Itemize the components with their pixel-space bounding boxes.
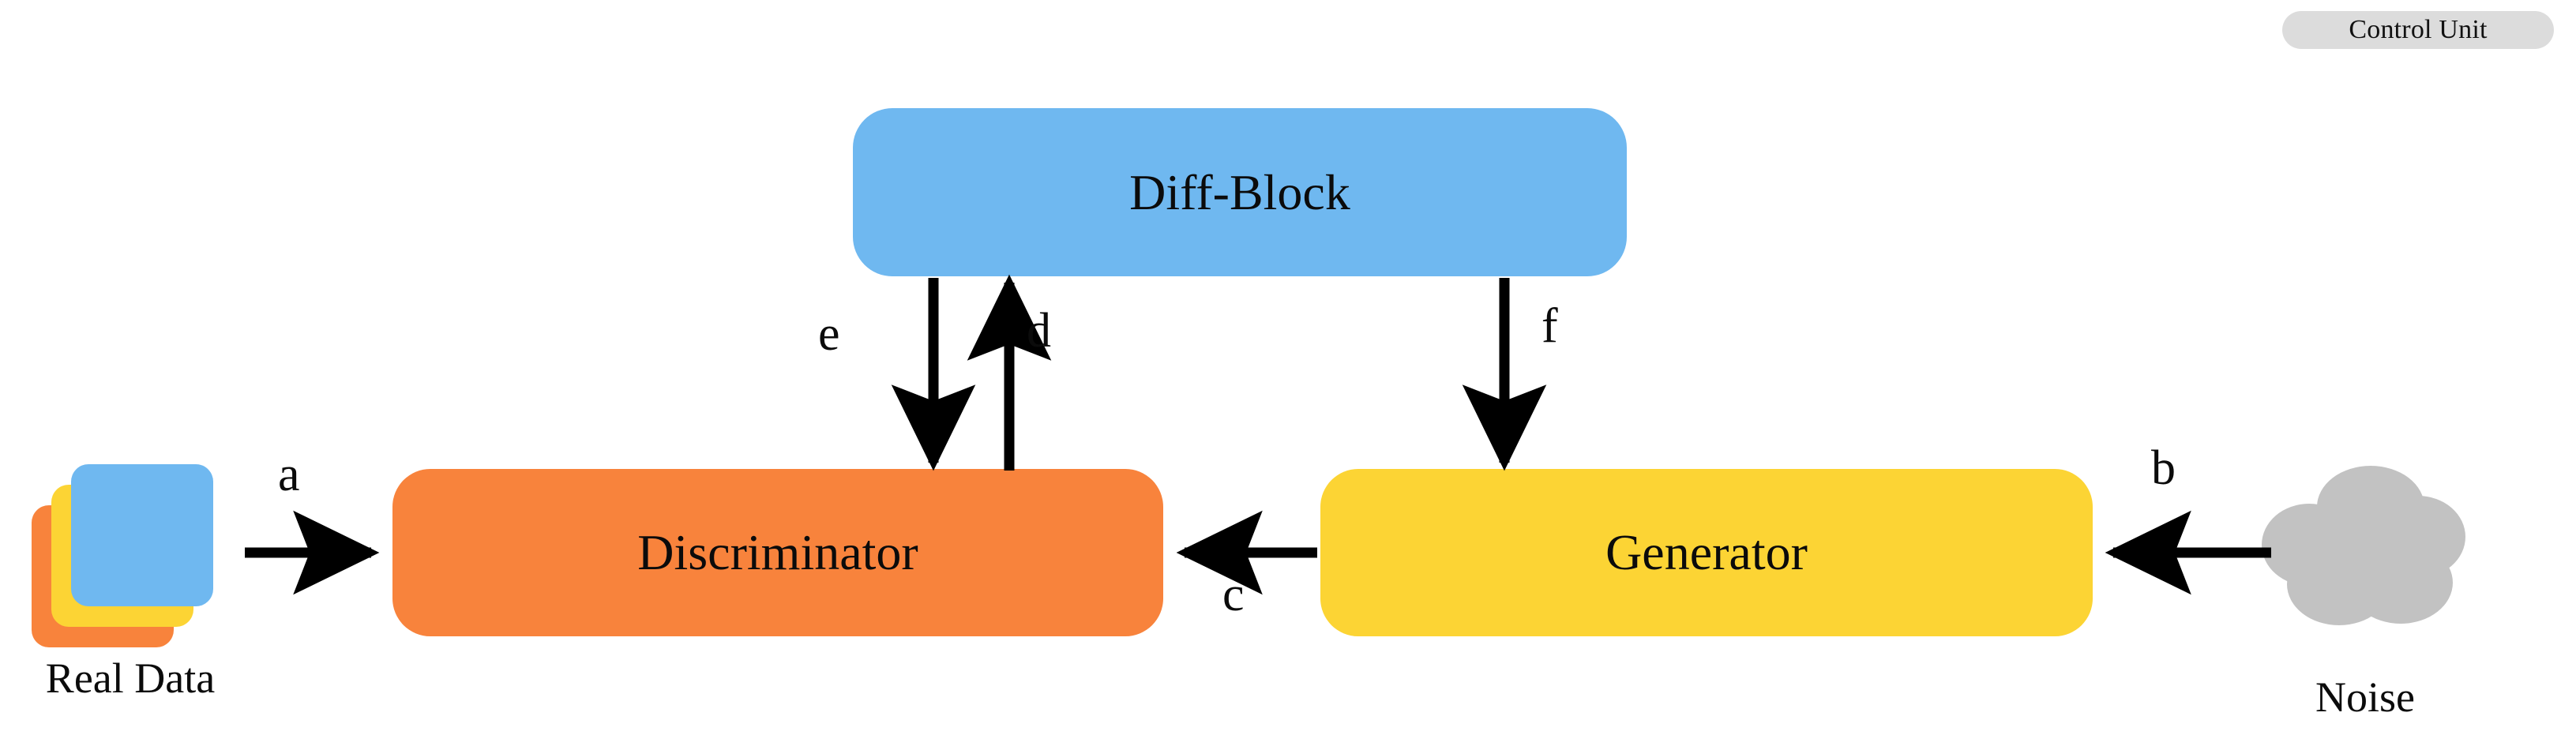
node-diff-block-label: Diff-Block bbox=[1129, 163, 1350, 220]
arrow-a-label: a bbox=[278, 448, 300, 501]
node-diff-block[interactable]: Diff-Block bbox=[853, 108, 1627, 276]
real-data-label: Real Data bbox=[45, 654, 216, 702]
node-discriminator-label: Discriminator bbox=[637, 524, 918, 580]
node-discriminator[interactable]: Discriminator bbox=[392, 469, 1163, 636]
arrow-d-label: d bbox=[1027, 304, 1051, 358]
stacked-squares-icon bbox=[32, 464, 253, 647]
control-unit-badge[interactable]: Control Unit bbox=[2282, 11, 2554, 49]
noise-label: Noise bbox=[2315, 673, 2415, 721]
arrow-c-label: c bbox=[1222, 568, 1245, 621]
stacked-square-front bbox=[71, 464, 213, 606]
arrow-f-label: f bbox=[1541, 299, 1558, 353]
arrow-e-label: e bbox=[818, 307, 840, 361]
arrow-b-label: b bbox=[2151, 441, 2176, 495]
node-generator-label: Generator bbox=[1605, 524, 1808, 580]
node-generator[interactable]: Generator bbox=[1320, 469, 2093, 636]
control-unit-label: Control Unit bbox=[2349, 15, 2488, 44]
cloud-icon bbox=[2260, 458, 2473, 655]
